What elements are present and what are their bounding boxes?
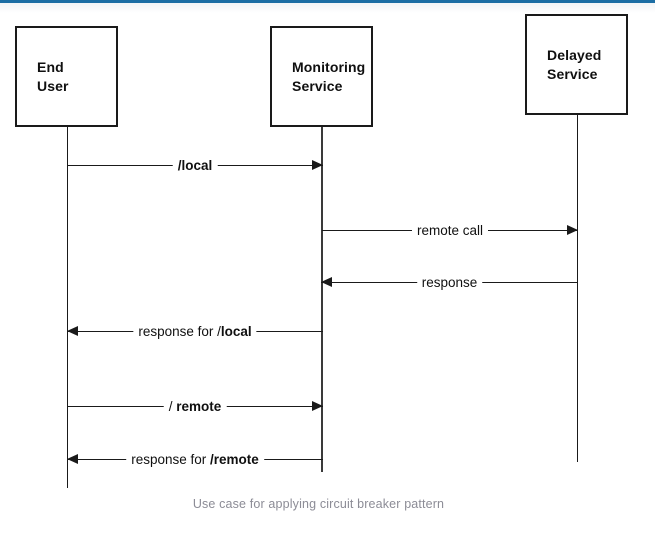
message-response[interactable]: response xyxy=(321,273,578,293)
participant-box-delayed-service[interactable]: Delayed Service xyxy=(525,14,628,115)
participant-label-delayed-service: Delayed Service xyxy=(547,46,602,82)
message-response-for-remote[interactable]: response for /remote xyxy=(67,450,323,470)
arrowhead-right-icon xyxy=(567,225,578,235)
participant-box-end-user[interactable]: End User xyxy=(15,26,118,127)
message-label: response for /remote xyxy=(126,450,264,469)
top-accent-bar xyxy=(0,0,655,3)
lifeline-monitoring-service xyxy=(321,127,323,472)
arrowhead-left-icon xyxy=(321,277,332,287)
message-remote-call[interactable]: remote call xyxy=(322,221,578,241)
participant-label-end-user: End User xyxy=(37,58,69,94)
participant-label-monitoring-service: Monitoring Service xyxy=(292,58,366,94)
message-remote-request[interactable]: / remote xyxy=(67,397,323,417)
diagram-caption: Use case for applying circuit breaker pa… xyxy=(192,497,445,511)
message-label: /local xyxy=(172,156,218,175)
message-label: / remote xyxy=(163,397,227,416)
arrowhead-right-icon xyxy=(312,160,323,170)
arrowhead-right-icon xyxy=(312,401,323,411)
arrowhead-left-icon xyxy=(67,326,78,336)
lifeline-end-user xyxy=(67,127,68,488)
lifeline-delayed-service xyxy=(577,115,578,462)
top-bar-fade xyxy=(0,3,655,13)
arrowhead-left-icon xyxy=(67,454,78,464)
message-label: remote call xyxy=(411,221,489,240)
message-label: response for /local xyxy=(133,322,257,341)
message-response-for-local[interactable]: response for /local xyxy=(67,322,323,342)
message-label: response xyxy=(416,273,483,292)
participant-box-monitoring-service[interactable]: Monitoring Service xyxy=(270,26,373,127)
message-local-request[interactable]: /local xyxy=(67,156,323,176)
